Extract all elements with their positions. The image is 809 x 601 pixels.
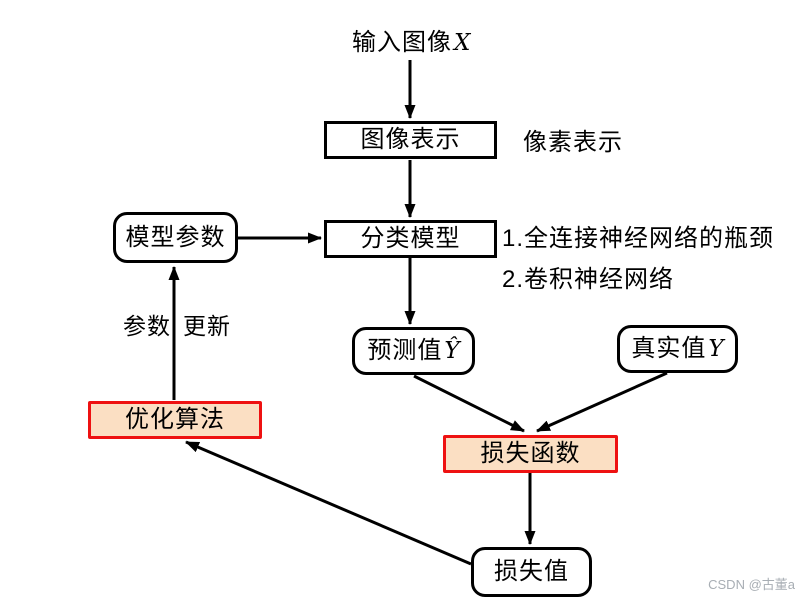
arrow-loss-value-to-optimizer [185, 440, 472, 566]
node-image-representation: 图像表示 [324, 121, 497, 159]
label-input-image: 输入图像X [352, 28, 470, 58]
node-loss-function-label: 损失函数 [480, 440, 581, 467]
math-var-y: Y [708, 335, 724, 362]
node-model-parameters: 模型参数 [113, 212, 238, 263]
annotation-pixel-representation-text: 像素表示 [523, 129, 623, 156]
label-input-image-text: 输入图像 [352, 29, 452, 56]
annotation-pixel-representation: 像素表示 [523, 128, 623, 158]
annotation-classifier-note-1: 1.全连接神经网络的瓶颈 [502, 224, 774, 254]
node-loss-value: 损失值 [471, 547, 592, 597]
node-loss-function: 损失函数 [443, 435, 618, 473]
node-model-parameters-label: 模型参数 [125, 223, 226, 251]
math-var-x: X [454, 30, 471, 56]
node-ground-truth-label: 真实值 [631, 335, 707, 362]
node-optimizer: 优化算法 [88, 401, 262, 439]
annotation-parameter-update-left: 参数 [123, 313, 171, 339]
node-image-representation-label: 图像表示 [360, 126, 461, 153]
annotation-classifier-note-2: 2.卷积神经网络 [502, 265, 674, 295]
node-prediction-label: 预测值 [367, 337, 443, 364]
node-classifier: 分类模型 [324, 220, 497, 258]
arrow-truth-to-loss-fn [536, 371, 668, 433]
annotation-classifier-note-2-text: 2.卷积神经网络 [502, 266, 675, 293]
annotation-classifier-note-1-text: 1.全连接神经网络的瓶颈 [502, 225, 775, 252]
annotation-parameter-update: 参数 更新 [123, 312, 231, 341]
node-loss-value-label: 损失值 [494, 558, 569, 585]
node-optimizer-label: 优化算法 [125, 406, 225, 433]
csdn-watermark: CSDN @古董a [708, 574, 795, 593]
arrow-prediction-to-loss-fn [413, 374, 525, 433]
math-var-y-hat: Ŷ [444, 337, 460, 364]
csdn-watermark-text: CSDN @古董a [708, 577, 795, 592]
node-classifier-label: 分类模型 [360, 225, 461, 252]
annotation-parameter-update-right: 更新 [183, 313, 231, 339]
